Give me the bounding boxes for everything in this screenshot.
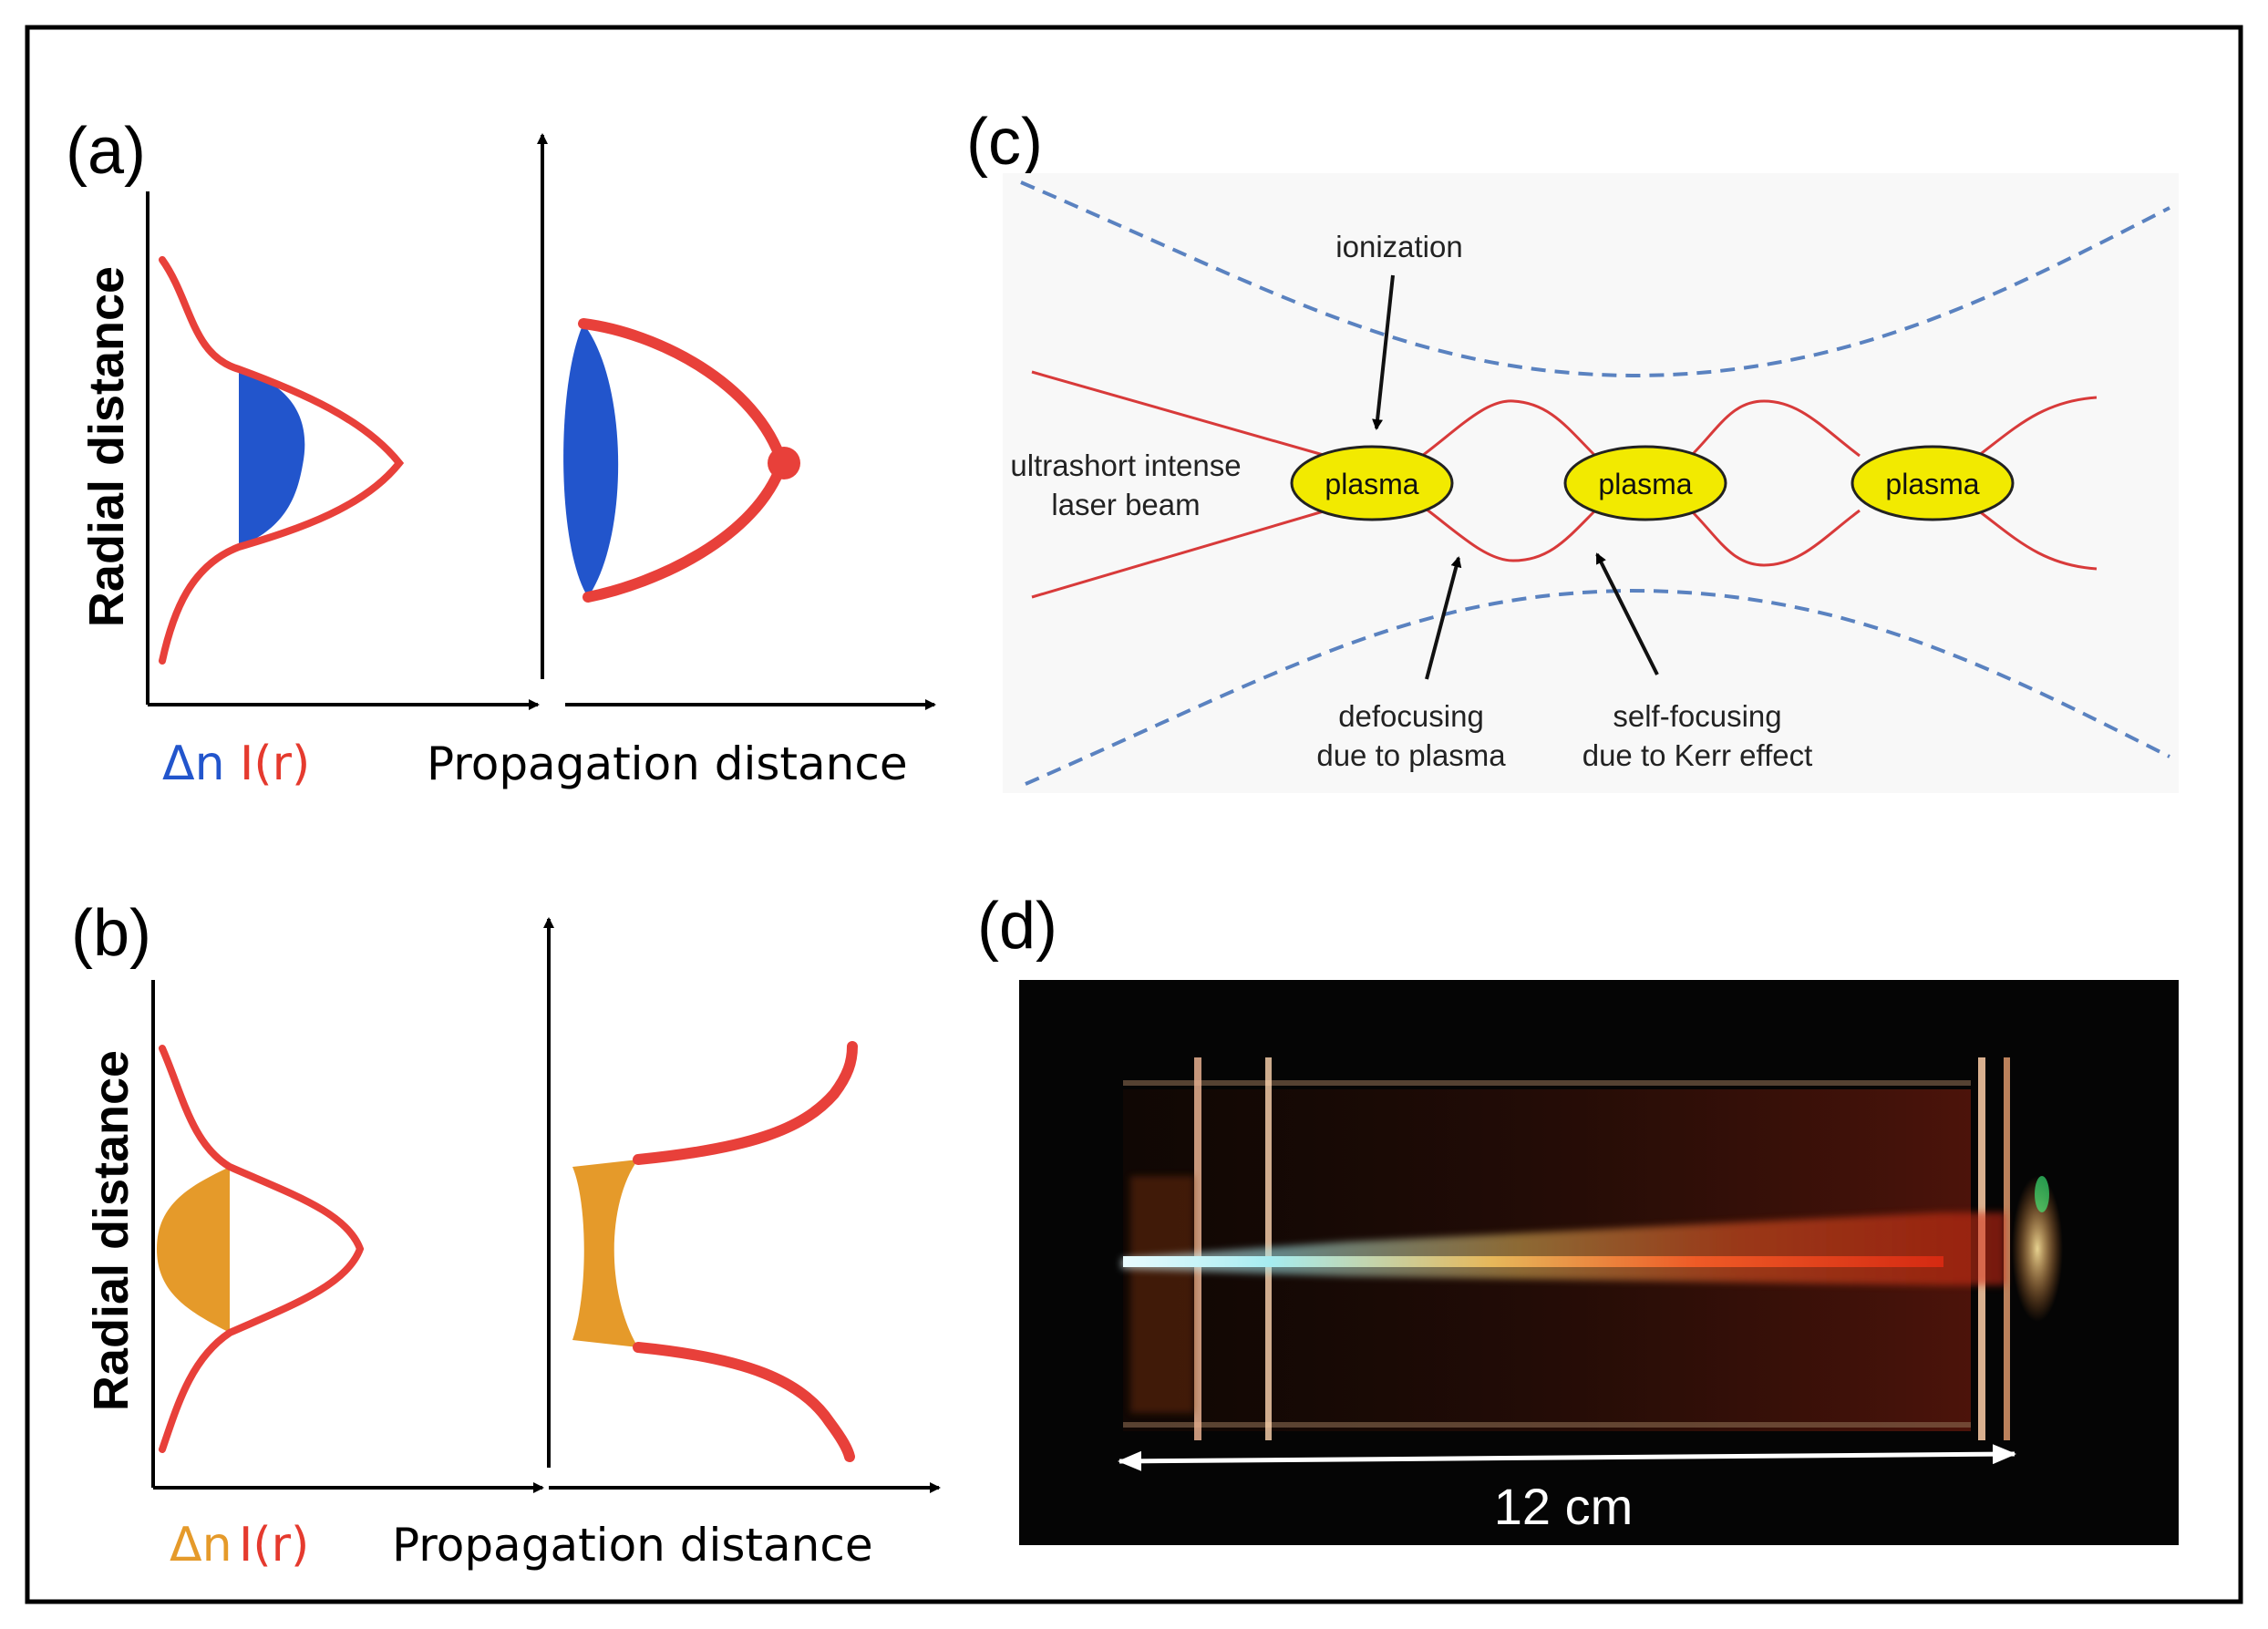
- self-focusing-label-line2: due to Kerr effect: [1582, 738, 1813, 772]
- panel-a: (a) Radial distance Δn I(r) Propagation …: [66, 115, 936, 791]
- panel-d: (d) 12 cm: [977, 890, 2179, 1545]
- panel-b-delta-n-label: Δn: [170, 1518, 232, 1572]
- ionization-label: ionization: [1335, 230, 1462, 263]
- filament-lower: [1421, 504, 2098, 571]
- incoming-beam-lower: [1031, 509, 1327, 599]
- plasma-1-ellipse: [1290, 445, 1454, 521]
- self-focusing-arrow: [1595, 552, 1659, 675]
- ionization-arrow: [1372, 274, 1395, 430]
- defocusing-arrow: [1425, 556, 1462, 680]
- figure-frame: [25, 25, 2243, 1604]
- panel-a-intensity-label: I(r): [240, 737, 310, 791]
- panel-b-intensity-label: I(r): [239, 1518, 309, 1572]
- filament-upper: [1421, 396, 2098, 458]
- plasma-1-label: plasma: [1325, 468, 1418, 500]
- plasma-3-ellipse: [1850, 445, 2015, 521]
- panel-a-label: (a): [66, 115, 146, 188]
- panel-b: (b) Radial distance Δn I(r) Propagation …: [71, 897, 941, 1572]
- panel-b-delta-n-propagation: [572, 1160, 638, 1347]
- defocusing-label-line1: defocusing: [1338, 699, 1484, 733]
- panel-b-intensity-profile: [159, 1045, 365, 1453]
- beam-label-line1: ultrashort intense: [1010, 448, 1241, 482]
- scale-bar-label: 12 cm: [1494, 1478, 1634, 1535]
- plasma-3-label: plasma: [1885, 468, 1979, 500]
- upper-dashed-envelope: [1020, 180, 2170, 378]
- panel-c-label: (c): [966, 106, 1043, 179]
- beam-label-line2: laser beam: [1051, 488, 1200, 521]
- plasma-2-ellipse: [1563, 445, 1727, 521]
- panel-c: (c) plasma plasma plasma ionization ultr…: [966, 106, 2179, 793]
- panel-a-delta-n-shape: [239, 369, 305, 547]
- panel-a-delta-n-propagation: [563, 324, 619, 597]
- panel-a-intensity-profile: [159, 256, 405, 665]
- panel-b-y-axis-label: Radial distance: [84, 1050, 139, 1411]
- panel-b-x-axis-label: Propagation distance: [392, 1519, 873, 1572]
- lower-dashed-envelope: [1025, 588, 2170, 786]
- defocusing-label-line2: due to plasma: [1316, 738, 1506, 772]
- self-focusing-label-line1: self-focusing: [1613, 699, 1781, 733]
- plasma-2-label: plasma: [1598, 468, 1692, 500]
- panel-b-delta-n-shape: [157, 1167, 230, 1333]
- scale-bar-arrow: [1118, 1444, 2016, 1471]
- panel-b-beam-envelope: [633, 1041, 858, 1462]
- panel-a-delta-n-label: Δn: [162, 737, 225, 791]
- incoming-beam-upper: [1031, 370, 1327, 458]
- panel-a-focus-point: [768, 447, 800, 479]
- panel-a-x-axis-label: Propagation distance: [427, 737, 908, 790]
- panel-a-y-axis-label: Radial distance: [79, 266, 134, 627]
- laser-beam-core: [1123, 1256, 1943, 1267]
- panel-d-label: (d): [977, 890, 1057, 963]
- panel-b-label: (b): [71, 897, 151, 970]
